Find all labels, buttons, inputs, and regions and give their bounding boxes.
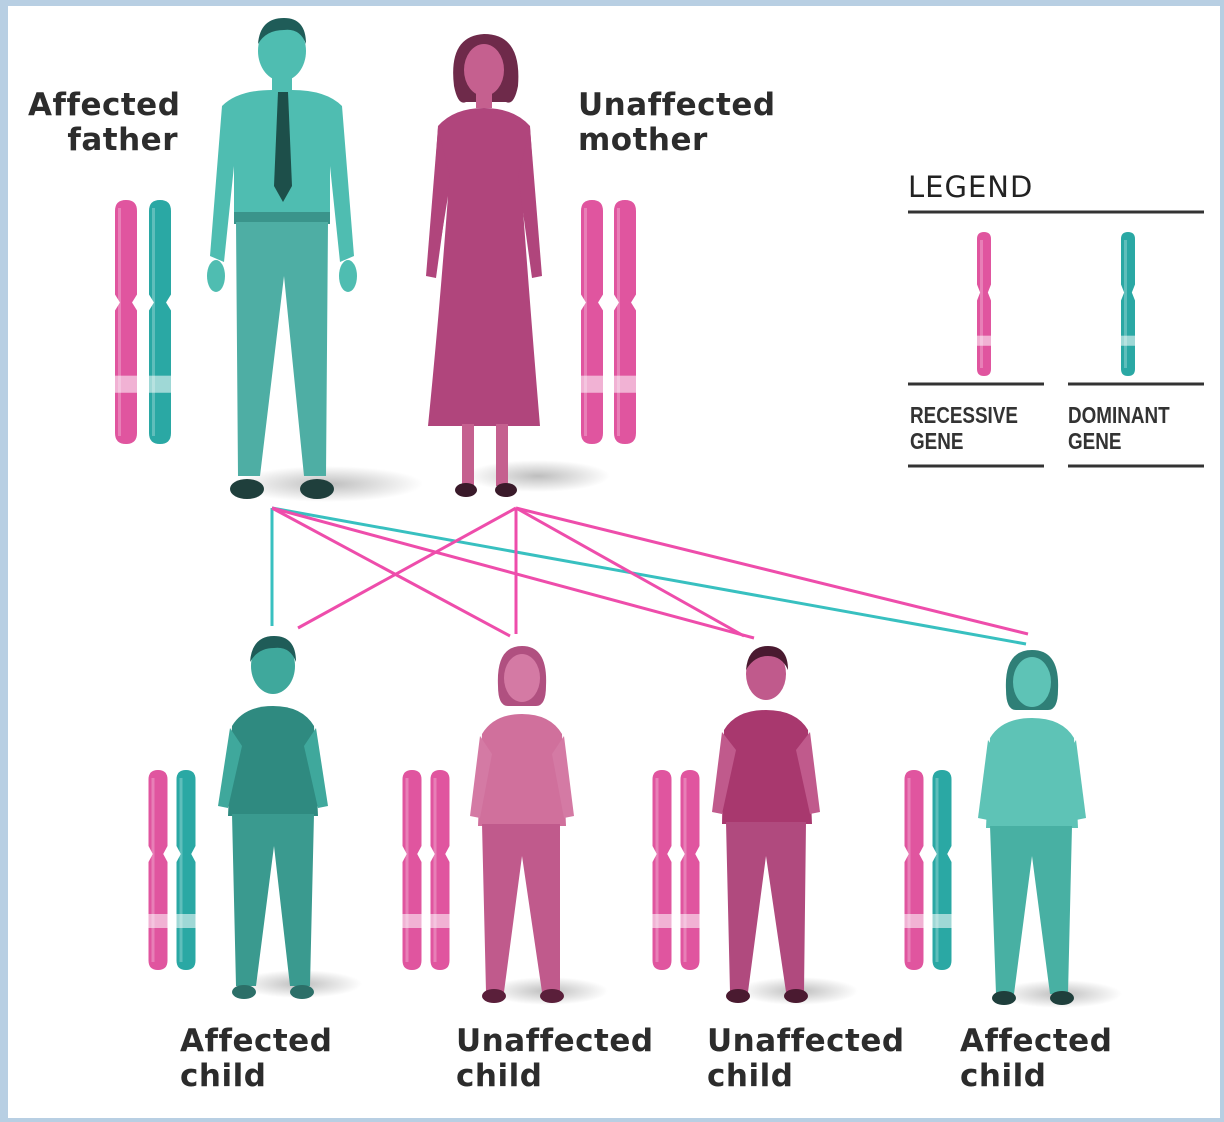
father-chromosome-right bbox=[149, 200, 171, 444]
mother-to-child1-recessive bbox=[298, 508, 516, 628]
father-figure bbox=[207, 18, 423, 502]
child-1-figure bbox=[218, 636, 362, 999]
mother-label: Unaffected mother bbox=[578, 88, 776, 158]
child-2-chromosome-left bbox=[403, 770, 422, 970]
child-1-label: Affected child bbox=[180, 1024, 332, 1094]
father-to-child4-dominant bbox=[272, 508, 1026, 644]
child-3-label: Unaffected child bbox=[707, 1024, 905, 1094]
child-2-chromosome-right bbox=[431, 770, 450, 970]
child-3-chromosome-left bbox=[653, 770, 672, 970]
legend-dominant-caption: DOMINANT GENE bbox=[1068, 402, 1170, 454]
child-1-chromosome-left bbox=[149, 770, 168, 970]
inheritance-diagram: Affected father Unaffected mother Affect… bbox=[8, 6, 1220, 1118]
child-4-chromosome-left bbox=[905, 770, 924, 970]
child-2-label: Unaffected child bbox=[456, 1024, 654, 1094]
mother-chromosome-left bbox=[581, 200, 603, 444]
father-chromosome-left bbox=[115, 200, 137, 444]
child-4-chromosome-right bbox=[933, 770, 952, 970]
legend-chromosomes bbox=[977, 232, 1135, 376]
child-2-figure bbox=[470, 646, 608, 1005]
father-to-child3-recessive bbox=[272, 508, 754, 638]
legend-dominant-chromosome bbox=[1121, 232, 1135, 376]
legend-title: LEGEND bbox=[908, 170, 1033, 204]
child-4-figure bbox=[978, 650, 1122, 1008]
child-3-figure bbox=[712, 646, 858, 1005]
diagram-graphics bbox=[8, 6, 1220, 1118]
mother-chromosome-right bbox=[614, 200, 636, 444]
mother-to-child3-recessive bbox=[516, 508, 744, 636]
child-1-chromosome-right bbox=[177, 770, 196, 970]
child-4-label: Affected child bbox=[960, 1024, 1112, 1094]
mother-to-child4-recessive bbox=[516, 508, 1028, 634]
legend-recessive-chromosome bbox=[977, 232, 991, 376]
father-to-child2-recessive bbox=[272, 508, 510, 636]
father-label: Affected father bbox=[28, 88, 178, 158]
inheritance-lines bbox=[272, 508, 1028, 644]
legend-recessive-caption: RECESSIVE GENE bbox=[910, 402, 1018, 454]
child-3-chromosome-right bbox=[681, 770, 700, 970]
